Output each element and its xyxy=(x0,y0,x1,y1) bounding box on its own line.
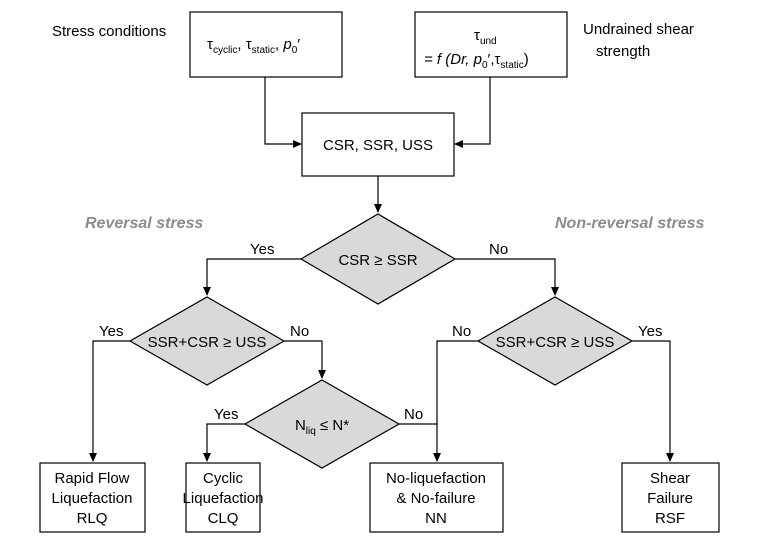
connector-no-nonreversal xyxy=(455,258,559,296)
yes-label-nliq: Yes xyxy=(214,406,238,423)
stress-conditions-label: Stress conditions xyxy=(52,23,166,40)
outcome-rlq-line3: RLQ xyxy=(77,510,108,527)
undrained-strength-box xyxy=(414,11,568,78)
no-label-left: No xyxy=(290,323,309,340)
nonreversal-stress-label: Non-reversal stress xyxy=(555,215,705,232)
connector-strength-to-center xyxy=(454,77,491,148)
no-label-right: No xyxy=(452,323,471,340)
outcome-clq-box xyxy=(185,462,261,533)
stress-conditions-text: τcyclic, τstatic, p0′ xyxy=(207,36,300,56)
outcome-rsf-line2: Failure xyxy=(647,490,693,507)
connector-yes-to-rlq xyxy=(89,340,130,462)
outcome-rlq-box xyxy=(39,462,146,533)
stress-conditions-box xyxy=(189,11,343,78)
connector-no-to-nn xyxy=(399,423,441,462)
outcome-rsf-box xyxy=(621,462,720,533)
tau-und-text: τund xyxy=(474,27,497,47)
outcome-rsf-line3: RSF xyxy=(655,510,685,527)
diamond-right-uss-text: SSR+CSR ≥ USS xyxy=(496,334,615,351)
connector-stress-to-center xyxy=(264,77,302,148)
diamond-left-uss-text: SSR+CSR ≥ USS xyxy=(148,334,267,351)
outcome-clq-line2: Liquefaction xyxy=(183,490,264,507)
connector-yes-to-rsf xyxy=(632,340,674,462)
diamond-nliq xyxy=(243,379,401,469)
diamond-left-uss xyxy=(128,296,286,386)
undrained-label-line1: Undrained shear xyxy=(583,21,694,38)
connector-yes-reversal xyxy=(203,258,301,296)
undrained-function-text: = f (Dr, p0′,τstatic) xyxy=(424,51,529,71)
outcome-clq-line1: Cyclic xyxy=(203,470,243,487)
yes-label-left: Yes xyxy=(99,323,123,340)
outcome-nn-line3: NN xyxy=(425,510,447,527)
diamond-csr-ssr-text: CSR ≥ SSR xyxy=(338,252,417,269)
csr-ssr-uss-text: CSR, SSR, USS xyxy=(323,137,433,154)
connector-yes-to-clq xyxy=(203,423,245,462)
outcome-nn-box xyxy=(369,462,504,533)
outcome-rlq-line2: Liquefaction xyxy=(52,490,133,507)
reversal-stress-label: Reversal stress xyxy=(85,215,203,232)
no-label-nliq: No xyxy=(404,406,423,423)
diamond-nliq-text: Nliq ≤ N* xyxy=(295,417,349,437)
outcome-rlq-line1: Rapid Flow xyxy=(54,470,129,487)
outcome-rsf-line1: Shear xyxy=(650,470,690,487)
outcome-nn-line1: No-liquefaction xyxy=(386,470,486,487)
no-label-main: No xyxy=(489,241,508,258)
yes-label-right: Yes xyxy=(638,323,662,340)
outcome-nn-line2: & No-failure xyxy=(396,490,475,507)
diamond-right-uss xyxy=(476,296,634,386)
connector-no-to-nliq xyxy=(284,340,326,379)
outcome-clq-line3: CLQ xyxy=(208,510,239,527)
yes-label-main: Yes xyxy=(250,241,274,258)
diamond-csr-ssr xyxy=(299,213,457,305)
undrained-label-line2: strength xyxy=(596,43,650,60)
connector-no-right xyxy=(436,340,478,424)
